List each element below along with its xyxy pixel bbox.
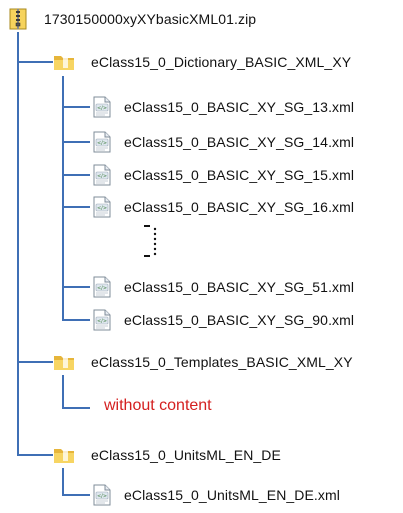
- root-zip-node[interactable]: 1730150000xyXYbasicXML01.zip: [8, 6, 256, 32]
- branch-file-14: [62, 141, 90, 143]
- svg-text:</>: </>: [97, 141, 107, 147]
- folder-node-unitsml[interactable]: eClass15_0_UnitsML_EN_DE: [53, 442, 281, 468]
- svg-text:</>: </>: [97, 319, 107, 325]
- file-label: eClass15_0_BASIC_XY_SG_13.xml: [124, 99, 355, 115]
- without-content-note: without content: [104, 397, 212, 414]
- folder-icon: [54, 449, 74, 463]
- branch-file-51: [62, 286, 90, 288]
- branch-file-90: [62, 319, 90, 321]
- folder-label: eClass15_0_Templates_BASIC_XML_XY: [91, 354, 353, 370]
- file-label: eClass15_0_UnitsML_EN_DE.xml: [124, 487, 340, 503]
- xml-file-icon: </>: [93, 276, 111, 298]
- branch-folder-1: [17, 61, 53, 63]
- xml-file-icon: </>: [93, 164, 111, 186]
- folder-icon: [54, 356, 74, 370]
- file-node[interactable]: </> eClass15_0_BASIC_XY_SG_16.xml: [92, 194, 354, 220]
- file-node[interactable]: </> eClass15_0_BASIC_XY_SG_15.xml: [92, 162, 354, 188]
- svg-text:</>: </>: [97, 494, 107, 500]
- file-label: eClass15_0_BASIC_XY_SG_90.xml: [124, 312, 355, 328]
- file-node[interactable]: </> eClass15_0_BASIC_XY_SG_13.xml: [92, 94, 354, 120]
- xml-file-icon: </>: [93, 196, 111, 218]
- folder-label: eClass15_0_UnitsML_EN_DE: [91, 447, 281, 463]
- file-node[interactable]: </> eClass15_0_UnitsML_EN_DE.xml: [92, 482, 340, 508]
- branch-note: [62, 407, 90, 409]
- branch-folder-2: [17, 361, 53, 363]
- file-node[interactable]: </> eClass15_0_BASIC_XY_SG_90.xml: [92, 307, 354, 333]
- file-node[interactable]: </> eClass15_0_BASIC_XY_SG_14.xml: [92, 129, 354, 155]
- folder-3-trunk-line: [62, 468, 64, 496]
- branch-file-15: [62, 174, 90, 176]
- xml-file-icon: </>: [93, 484, 111, 506]
- zip-archive-icon: [9, 8, 27, 30]
- vertical-ellipsis-icon: [144, 225, 157, 257]
- folder-icon: [54, 56, 74, 70]
- svg-text:</>: </>: [97, 286, 107, 292]
- branch-folder-3: [17, 454, 53, 456]
- folder-node-templates[interactable]: eClass15_0_Templates_BASIC_XML_XY: [53, 349, 353, 375]
- xml-file-icon: </>: [93, 96, 111, 118]
- folder-label: eClass15_0_Dictionary_BASIC_XML_XY: [91, 54, 352, 70]
- branch-file-16: [62, 206, 90, 208]
- file-node[interactable]: </> eClass15_0_BASIC_XY_SG_51.xml: [92, 274, 354, 300]
- folder-1-trunk-line: [62, 76, 64, 321]
- xml-file-icon: </>: [93, 309, 111, 331]
- folder-node-dictionary[interactable]: eClass15_0_Dictionary_BASIC_XML_XY: [53, 49, 351, 75]
- folder-2-trunk-line: [62, 375, 64, 409]
- root-trunk-line: [17, 32, 19, 456]
- file-label: eClass15_0_BASIC_XY_SG_15.xml: [124, 167, 355, 183]
- branch-file-units: [62, 494, 90, 496]
- root-zip-label: 1730150000xyXYbasicXML01.zip: [44, 11, 257, 27]
- file-label: eClass15_0_BASIC_XY_SG_14.xml: [124, 134, 355, 150]
- svg-text:</>: </>: [97, 106, 107, 112]
- svg-text:</>: </>: [97, 174, 107, 180]
- file-label: eClass15_0_BASIC_XY_SG_16.xml: [124, 199, 355, 215]
- svg-text:</>: </>: [97, 206, 107, 212]
- xml-file-icon: </>: [93, 131, 111, 153]
- branch-file-13: [62, 106, 90, 108]
- file-label: eClass15_0_BASIC_XY_SG_51.xml: [124, 279, 355, 295]
